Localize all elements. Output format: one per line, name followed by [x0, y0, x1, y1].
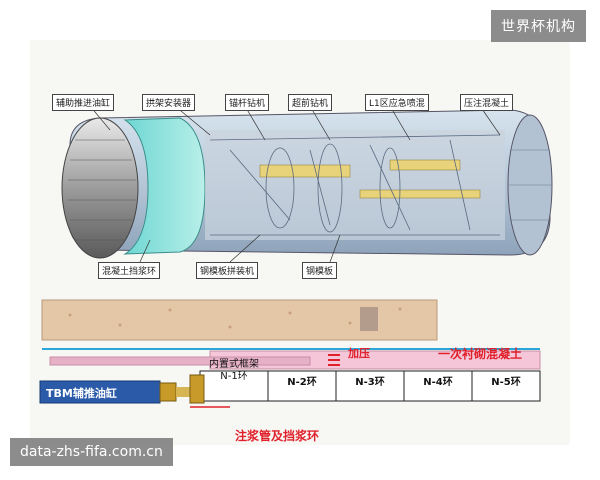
ring-n5-label: N-5环 [491, 377, 521, 388]
ring-n4-label: N-4环 [423, 377, 453, 388]
label-bolt-drill: 锚杆钻机 [225, 94, 270, 111]
ring-n2-label: N-2环 [287, 377, 317, 388]
inner-frame-label: 内置式框架 [209, 359, 259, 370]
photo-panel: 辅助推进油缸 拱架安装器 锚杆钻机 超前钻机 L1区应急喷混 压注混凝土 混凝土… [30, 40, 570, 445]
tbm-cutaway-illustration [61, 105, 553, 263]
ring-n1-label: N-1环 [220, 371, 248, 382]
label-advance-drill: 超前钻机 [288, 94, 333, 111]
label-arch-installer: 拱架安装器 [142, 94, 196, 111]
watermark-top-right: 世界杯机构 [491, 10, 586, 42]
label-l1-shotcrete: L1区应急喷混 [365, 94, 429, 111]
label-steel-form-erector: 钢模板拼装机 [196, 262, 259, 279]
lining-schematic [39, 299, 541, 408]
watermark-bottom-left: data-zhs-fifa.com.cn [10, 438, 173, 466]
tbm-cylinder-label: TBM辅推油缸 [46, 387, 117, 400]
lining-concrete-label: 一次衬砌混凝土 [438, 347, 523, 361]
ring-n3-label: N-3环 [355, 377, 385, 388]
label-steel-form: 钢模板 [302, 262, 338, 279]
ring-n1: 内置式框架 N-1环 [200, 359, 268, 383]
label-concrete-stop-ring: 混凝土挡浆环 [98, 262, 161, 279]
pressurize-label: 加压 [348, 347, 370, 360]
grout-pipe-label: 注浆管及挡浆环 [235, 429, 320, 443]
label-pressure-grout: 压注混凝土 [460, 94, 514, 111]
label-aux-cylinder: 辅助推进油缸 [52, 94, 115, 111]
